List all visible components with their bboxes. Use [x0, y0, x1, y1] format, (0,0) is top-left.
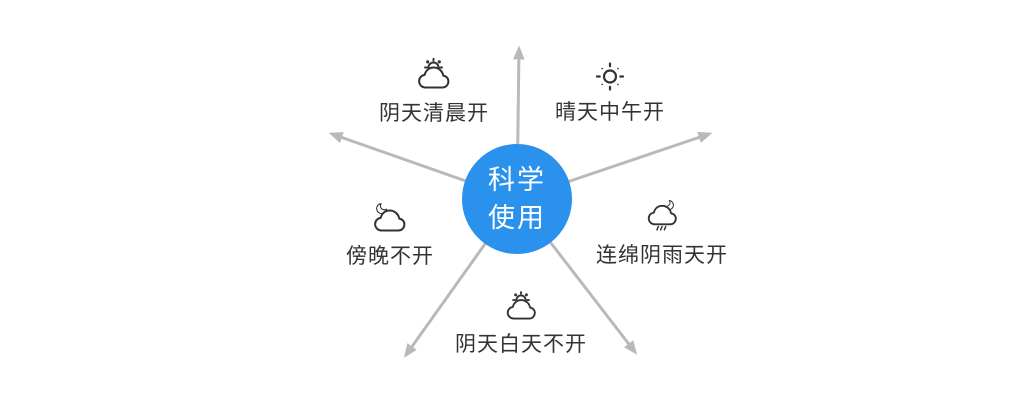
- node-label: 晴天中午开: [555, 101, 665, 124]
- node-continuous-rain: 连绵阴雨天开: [542, 197, 782, 269]
- node-label: 傍晚不开: [346, 245, 434, 268]
- rainy-night-cloud-icon: [644, 197, 681, 234]
- node-overcast-daytime: 阴天白天不开: [401, 291, 641, 358]
- sun-behind-cloud-icon: [414, 57, 454, 92]
- node-label: 阴天白天不开: [455, 333, 587, 356]
- node-overcast-morning: 阴天清晨开: [314, 57, 554, 127]
- node-label: 阴天清晨开: [379, 102, 489, 125]
- center-text-line1: 科学: [488, 165, 546, 195]
- center-circle: 科学 使用: [462, 144, 572, 254]
- sun-icon: [595, 61, 625, 91]
- node-label: 连绵阴雨天开: [596, 244, 728, 267]
- moon-behind-cloud-icon: [370, 201, 410, 235]
- node-sunny-noon: 晴天中午开: [490, 61, 730, 126]
- node-evening: 傍晚不开: [270, 201, 510, 270]
- center-text-line2: 使用: [488, 203, 546, 233]
- sun-behind-cloud-icon: [503, 291, 540, 323]
